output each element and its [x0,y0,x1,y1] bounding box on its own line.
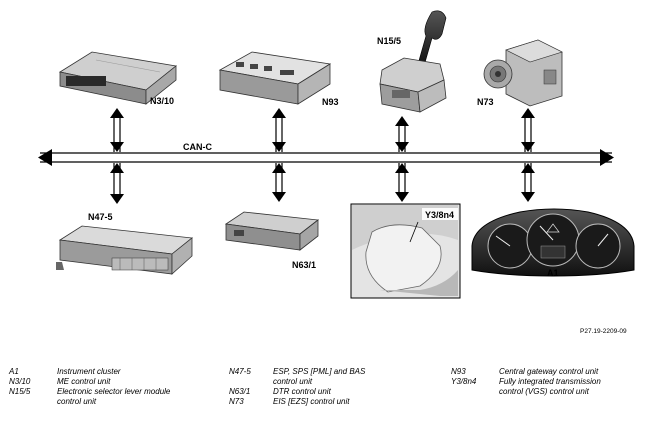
can-c-bus: CAN-C [38,142,614,166]
link-n15-5 [395,116,409,152]
label-y3-8n4: Y3/8n4 [425,210,454,220]
bus-label: CAN-C [183,142,212,152]
ecu-n47-5-illustration [56,225,194,275]
instrument-cluster-illustration [471,208,635,277]
label-a1: A1 [547,268,559,278]
legend-row-cont: control unit [273,377,313,386]
connection-arrows [110,108,535,204]
link-a1 [521,163,535,202]
link-n3-10 [110,108,124,152]
ecu-n15-5-illustration [379,10,447,113]
label-n15-5: N15/5 [377,36,401,46]
link-n63-1 [272,163,286,202]
label-n73: N73 [477,97,494,107]
legend-row-cont: control unit [57,397,97,406]
ecu-n73-illustration [483,39,563,107]
bus-right-arrow-icon [600,149,614,166]
link-n73 [521,108,535,152]
ecu-y3-8n4-illustration [350,203,461,299]
label-n93: N93 [322,97,339,107]
label-n63-1: N63/1 [292,260,316,270]
link-n93 [272,108,286,152]
link-y3-8n4 [395,163,409,202]
ecu-n3-10-illustration [58,51,177,105]
reference-code: P27.19-2209-09 [580,328,627,335]
bus-left-arrow-icon [38,149,52,166]
ecu-n63-1-illustration [224,211,320,251]
link-n47-5 [110,163,124,204]
legend-row-cont: control (VGS) control unit [499,387,589,396]
label-n3-10: N3/10 [150,96,174,106]
ecu-n93-illustration [218,51,332,105]
label-n47-5: N47-5 [88,212,113,222]
